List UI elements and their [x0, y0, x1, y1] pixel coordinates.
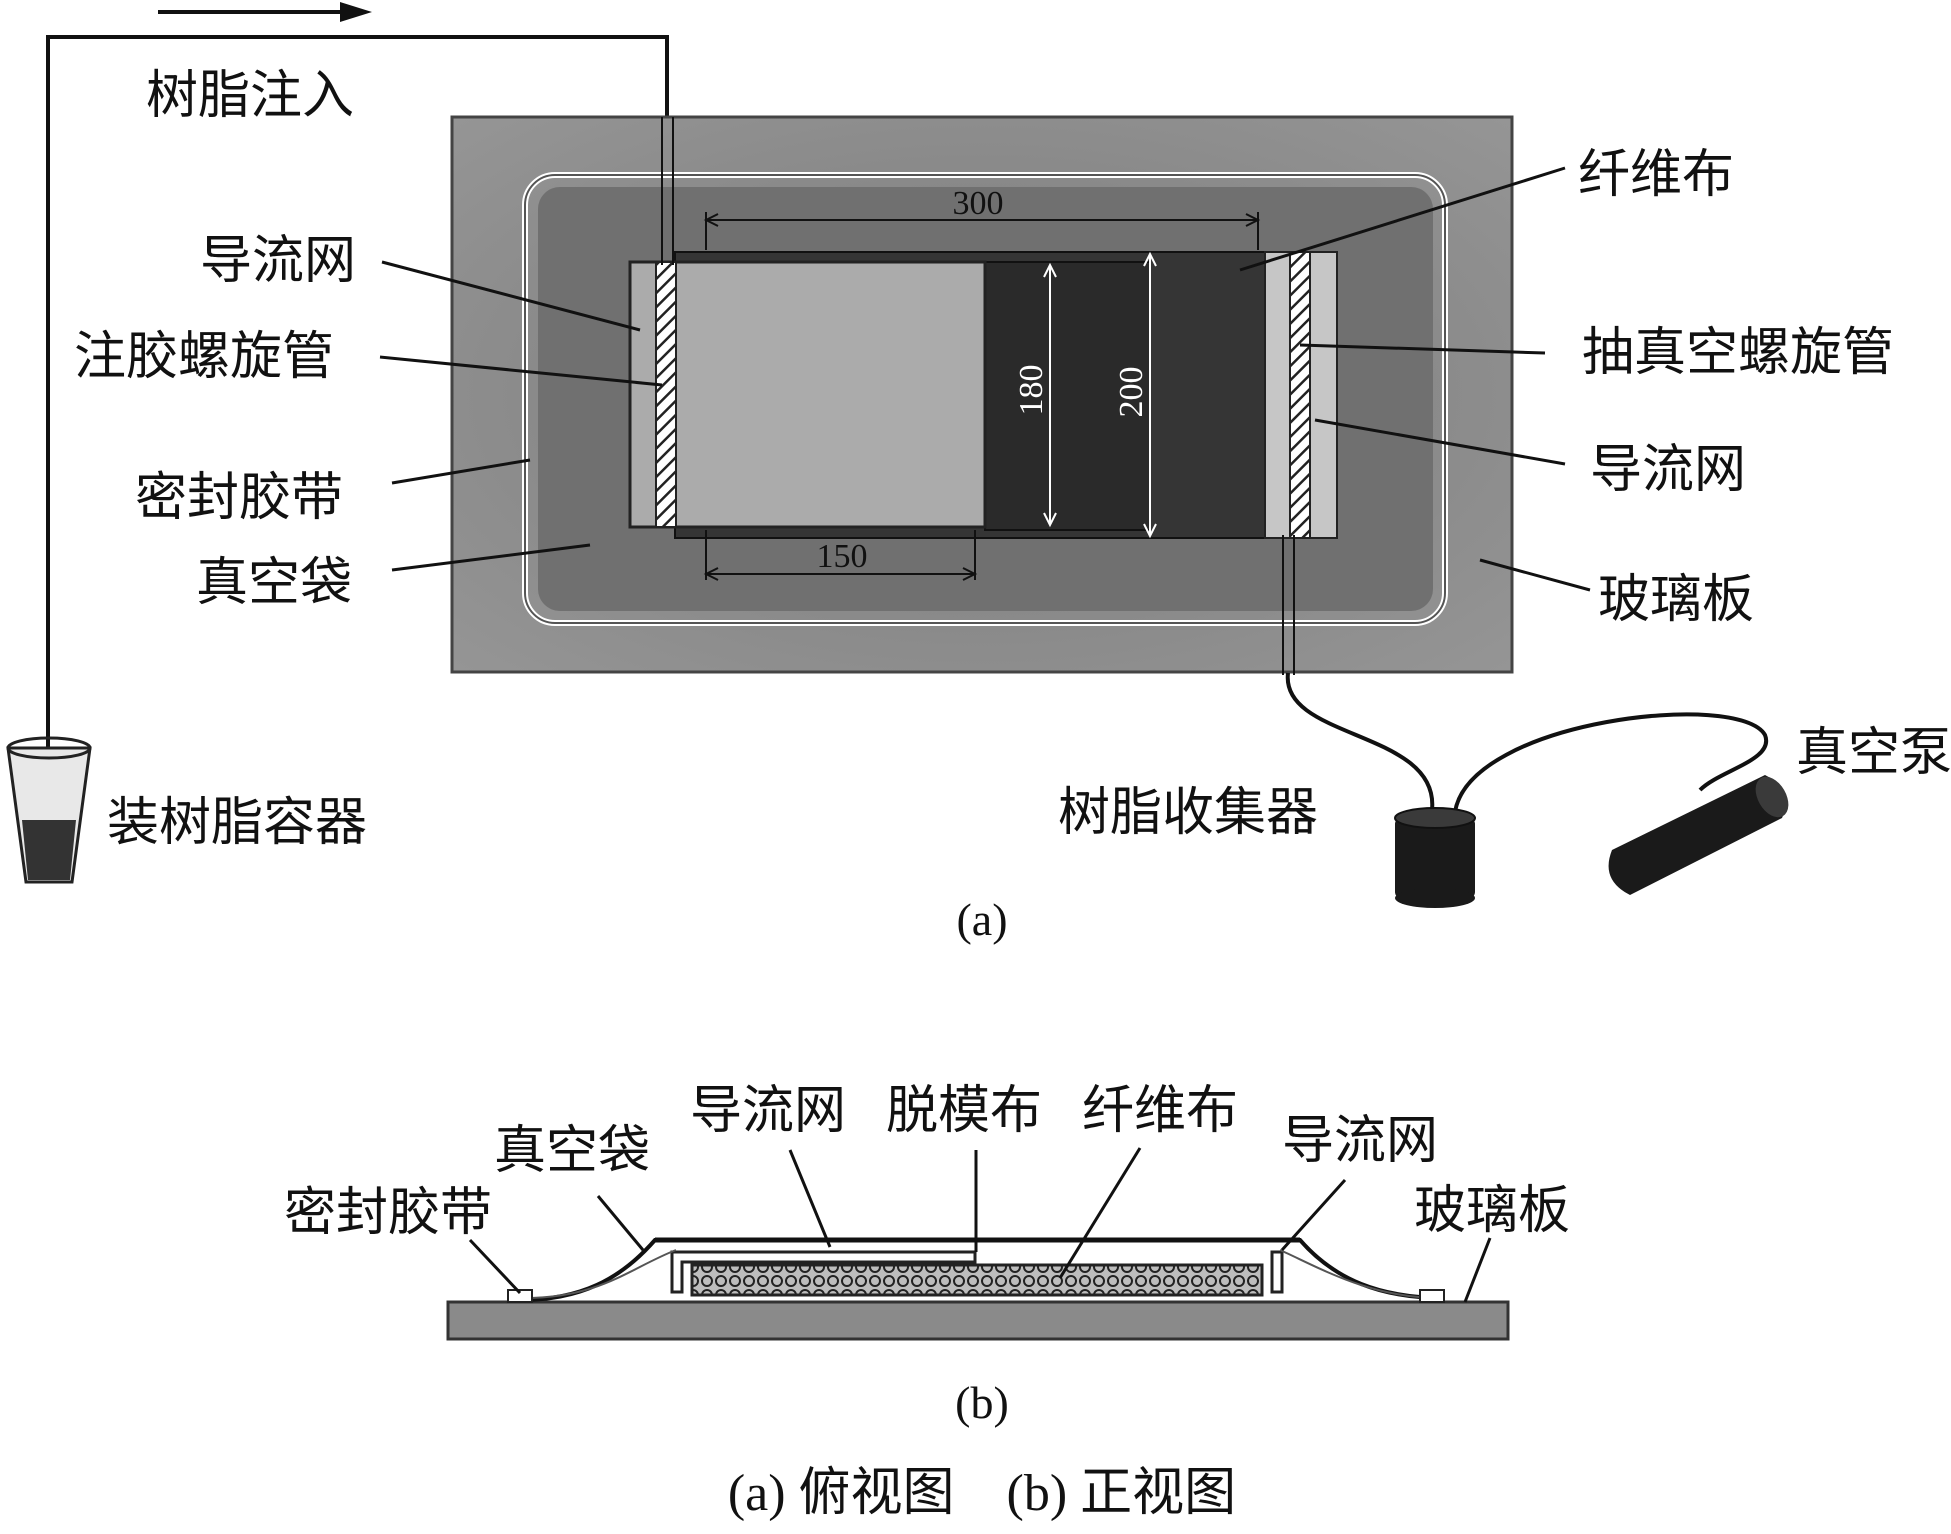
front-seal-tape-right: [1419, 1289, 1445, 1303]
dimension-200: [1143, 251, 1157, 539]
label-flow-mesh-left: 导流网: [200, 231, 356, 291]
resin-collector-icon: [1394, 807, 1476, 908]
inject-spiral-pipe: [655, 261, 677, 528]
resin-container-icon: [6, 736, 92, 884]
label-front-vacuum-bag: 真空袋: [494, 1121, 650, 1181]
label-front-fiber-cloth: 纤维布: [1082, 1081, 1238, 1141]
vacuum-spiral-pipe: [1289, 251, 1311, 539]
flow-direction-arrow: [158, 2, 372, 22]
flow-mesh-left: [628, 260, 987, 529]
dim-150-label: 150: [817, 538, 868, 575]
dim-200-label: 200: [1113, 367, 1150, 418]
label-resin-container: 装树脂容器: [107, 793, 367, 853]
leader-lines-top: [379, 166, 1591, 592]
label-resin-inject: 树脂注入: [146, 66, 354, 126]
dimension-180: [1043, 262, 1057, 528]
figure-caption: (a) 俯视图 (b) 正视图: [728, 1465, 1236, 1522]
vacuum-hose: [1285, 672, 1769, 813]
dimension-300: [703, 212, 1261, 250]
label-vacuum-pump: 真空泵: [1796, 723, 1951, 783]
vacuum-pump-icon: [1608, 775, 1789, 895]
dim-180-label: 180: [1013, 365, 1050, 416]
resin-inlet-pipe: [46, 35, 669, 790]
label-vacuum-spiral: 抽真空螺旋管: [1582, 323, 1894, 383]
front-fiber-laminate: [690, 1263, 1264, 1297]
label-front-flow-mesh-2: 导流网: [1282, 1111, 1438, 1171]
caption-a: (a): [956, 894, 1007, 945]
fiber-cloth-inner: [984, 261, 1151, 531]
label-flow-mesh-right: 导流网: [1590, 440, 1746, 500]
label-glass-plate-top: 玻璃板: [1598, 570, 1754, 630]
front-flow-mesh-right: [1270, 1250, 1284, 1294]
dim-300-label: 300: [953, 185, 1004, 222]
label-front-glass-plate: 玻璃板: [1414, 1181, 1570, 1241]
label-fiber-cloth-top: 纤维布: [1578, 145, 1734, 205]
label-inject-spiral: 注胶螺旋管: [74, 327, 334, 387]
label-resin-collector: 树脂收集器: [1058, 783, 1318, 843]
label-front-flow-mesh-1: 导流网: [690, 1081, 846, 1141]
label-vacuum-bag: 真空袋: [196, 553, 352, 613]
label-seal-tape: 密封胶带: [135, 468, 343, 528]
leader-lines-front: [468, 1147, 1492, 1303]
label-front-seal-tape: 密封胶带: [284, 1183, 492, 1243]
caption-b: (b): [955, 1377, 1009, 1428]
front-seal-tape-left: [507, 1289, 533, 1303]
front-glass-plate: [446, 1300, 1510, 1341]
label-front-release-cloth: 脱模布: [886, 1081, 1042, 1141]
dimension-150: [703, 530, 978, 581]
